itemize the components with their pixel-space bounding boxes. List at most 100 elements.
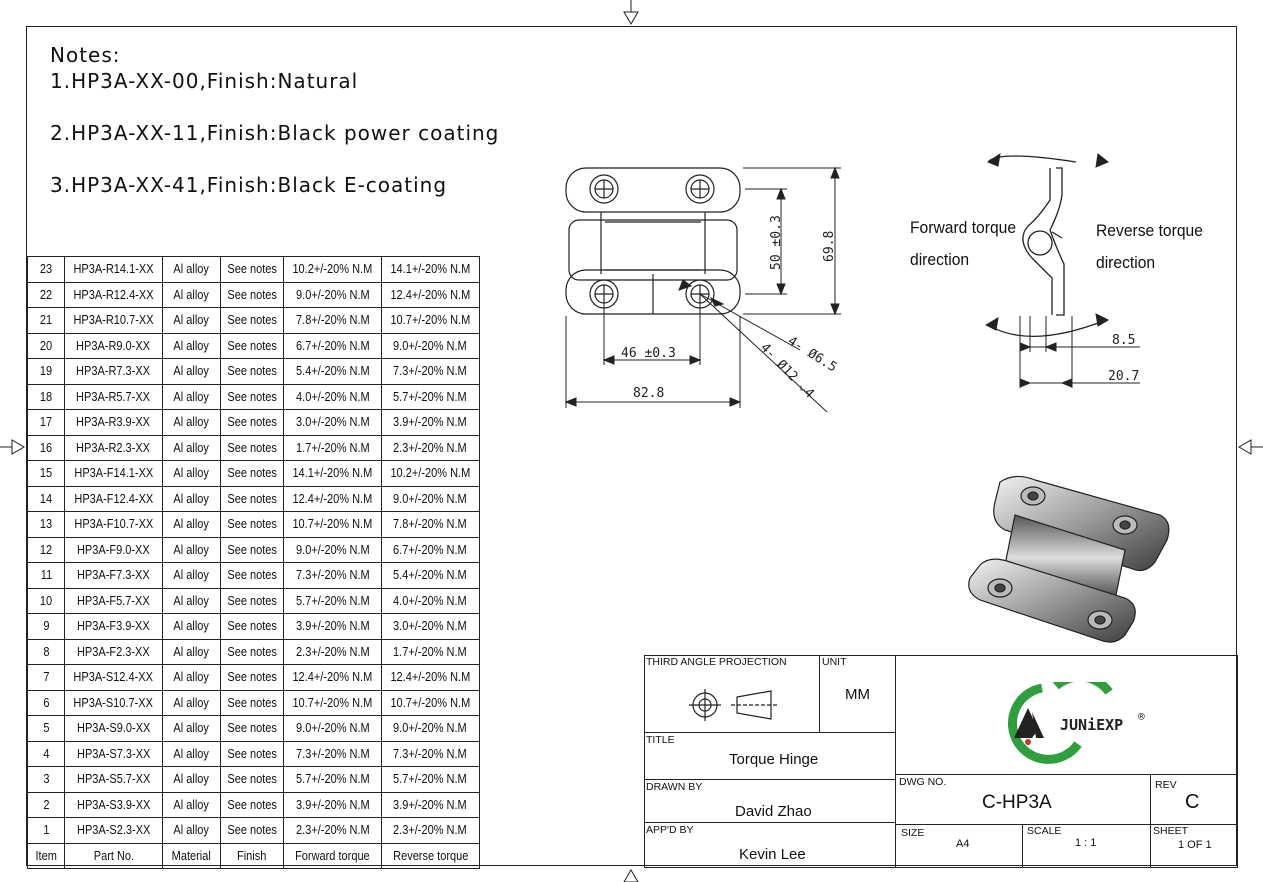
dim-width-total: 82.8 xyxy=(633,386,664,401)
table-cell: 2.3+/-20% N.M xyxy=(283,817,382,844)
dim-hole-pitch-vertical: 50 ±0.3 xyxy=(769,215,784,270)
table-cell: 9.0+/-20% N.M xyxy=(380,332,480,359)
table-cell: 7.3+/-20% N.M xyxy=(380,740,480,767)
table-cell: 7.8+/-20% N.M xyxy=(380,511,480,538)
table-cell: 10.7+/-20% N.M xyxy=(380,689,480,716)
table-cell: See notes xyxy=(220,434,285,461)
table-cell: 9.0+/-20% N.M xyxy=(283,281,382,308)
notes-heading: Notes: xyxy=(50,43,121,67)
table-cell: 12.4+/-20% N.M xyxy=(283,664,382,691)
table-cell: 7.3+/-20% N.M xyxy=(283,562,382,589)
table-cell: HP3A-R10.7-XX xyxy=(63,307,164,334)
table-cell: 1.7+/-20% N.M xyxy=(283,434,382,461)
table-cell: HP3A-R9.0-XX xyxy=(63,332,164,359)
table-cell: See notes xyxy=(220,256,285,283)
table-cell: HP3A-F12.4-XX xyxy=(63,485,164,512)
table-cell: See notes xyxy=(220,409,285,436)
table-cell: Al alloy xyxy=(162,460,222,487)
table-cell: See notes xyxy=(220,281,285,308)
table-cell: Reverse torque xyxy=(380,842,480,869)
dim-side-depth: 20.7 xyxy=(1108,369,1139,384)
table-cell: 21 xyxy=(27,307,65,334)
table-cell: HP3A-F10.7-XX xyxy=(63,511,164,538)
table-cell: Al alloy xyxy=(162,715,222,742)
table-cell: See notes xyxy=(220,689,285,716)
table-cell: Al alloy xyxy=(162,383,222,410)
table-cell: 9.0+/-20% N.M xyxy=(380,485,480,512)
table-cell: HP3A-F3.9-XX xyxy=(63,613,164,640)
table-cell: 7.3+/-20% N.M xyxy=(283,740,382,767)
table-cell: See notes xyxy=(220,817,285,844)
notes-block: Notes: 1.HP3A-XX-00,Finish:Natural 2.HP3… xyxy=(50,42,499,198)
logo-text: JUNiEXP xyxy=(1060,716,1123,734)
table-cell: Al alloy xyxy=(162,562,222,589)
dim-height-total: 69.8 xyxy=(822,231,837,262)
table-cell: 7 xyxy=(27,664,65,691)
table-cell: 3.9+/-20% N.M xyxy=(380,791,480,818)
table-cell: 1.7+/-20% N.M xyxy=(380,638,480,665)
table-cell: Al alloy xyxy=(162,511,222,538)
table-cell: Al alloy xyxy=(162,307,222,334)
table-cell: HP3A-S10.7-XX xyxy=(63,689,164,716)
table-cell: 5.7+/-20% N.M xyxy=(283,766,382,793)
table-cell: 14.1+/-20% N.M xyxy=(380,256,480,283)
table-cell: 20 xyxy=(27,332,65,359)
table-cell: Al alloy xyxy=(162,740,222,767)
table-cell: 14.1+/-20% N.M xyxy=(283,460,382,487)
table-cell: HP3A-S2.3-XX xyxy=(63,817,164,844)
table-cell: 5.4+/-20% N.M xyxy=(283,358,382,385)
table-cell: 5.7+/-20% N.M xyxy=(380,383,480,410)
table-cell: 4.0+/-20% N.M xyxy=(283,383,382,410)
table-cell: See notes xyxy=(220,358,285,385)
hole-top-left xyxy=(589,174,619,204)
table-cell: HP3A-R3.9-XX xyxy=(63,409,164,436)
table-cell: HP3A-S9.0-XX xyxy=(63,715,164,742)
note-line-3: 3.HP3A-XX-41,Finish:Black E-coating xyxy=(50,173,448,197)
table-cell: HP3A-R14.1-XX xyxy=(63,256,164,283)
table-cell: HP3A-F5.7-XX xyxy=(63,587,164,614)
table-cell: 12 xyxy=(27,536,65,563)
table-cell: See notes xyxy=(220,587,285,614)
table-cell: 3.9+/-20% N.M xyxy=(380,409,480,436)
table-cell: 5 xyxy=(27,715,65,742)
table-cell: HP3A-R2.3-XX xyxy=(63,434,164,461)
table-cell: See notes xyxy=(220,715,285,742)
table-cell: 5.7+/-20% N.M xyxy=(380,766,480,793)
front-view-drawing: 50 ±0.3 69.8 46 ±0.3 82.8 4- Ø6.5 4- Ø12… xyxy=(564,166,841,413)
table-cell: See notes xyxy=(220,485,285,512)
table-cell: 9.0+/-20% N.M xyxy=(283,715,382,742)
table-cell: See notes xyxy=(220,536,285,563)
company-logo: JUNiEXP ® xyxy=(1007,682,1145,764)
sheet-cell: SHEET 1 OF 1 xyxy=(1150,824,1238,868)
table-cell: HP3A-S12.4-XX xyxy=(63,664,164,691)
table-cell: 5.4+/-20% N.M xyxy=(380,562,480,589)
table-cell: Al alloy xyxy=(162,613,222,640)
table-cell: See notes xyxy=(220,307,285,334)
table-cell: 1 xyxy=(27,817,65,844)
top-leaf-outline xyxy=(565,167,741,213)
note-line-1: 1.HP3A-XX-00,Finish:Natural xyxy=(50,69,359,93)
table-cell: 5.7+/-20% N.M xyxy=(283,587,382,614)
table-cell: See notes xyxy=(220,511,285,538)
table-cell: Forward torque xyxy=(283,842,382,869)
table-cell: Al alloy xyxy=(162,485,222,512)
table-cell: 10 xyxy=(27,587,65,614)
table-cell: Al alloy xyxy=(162,358,222,385)
table-cell: 3 xyxy=(27,766,65,793)
drawn-by-cell: DRAWN BY David Zhao xyxy=(644,779,896,823)
table-cell: See notes xyxy=(220,791,285,818)
table-cell: 12.4+/-20% N.M xyxy=(380,664,480,691)
